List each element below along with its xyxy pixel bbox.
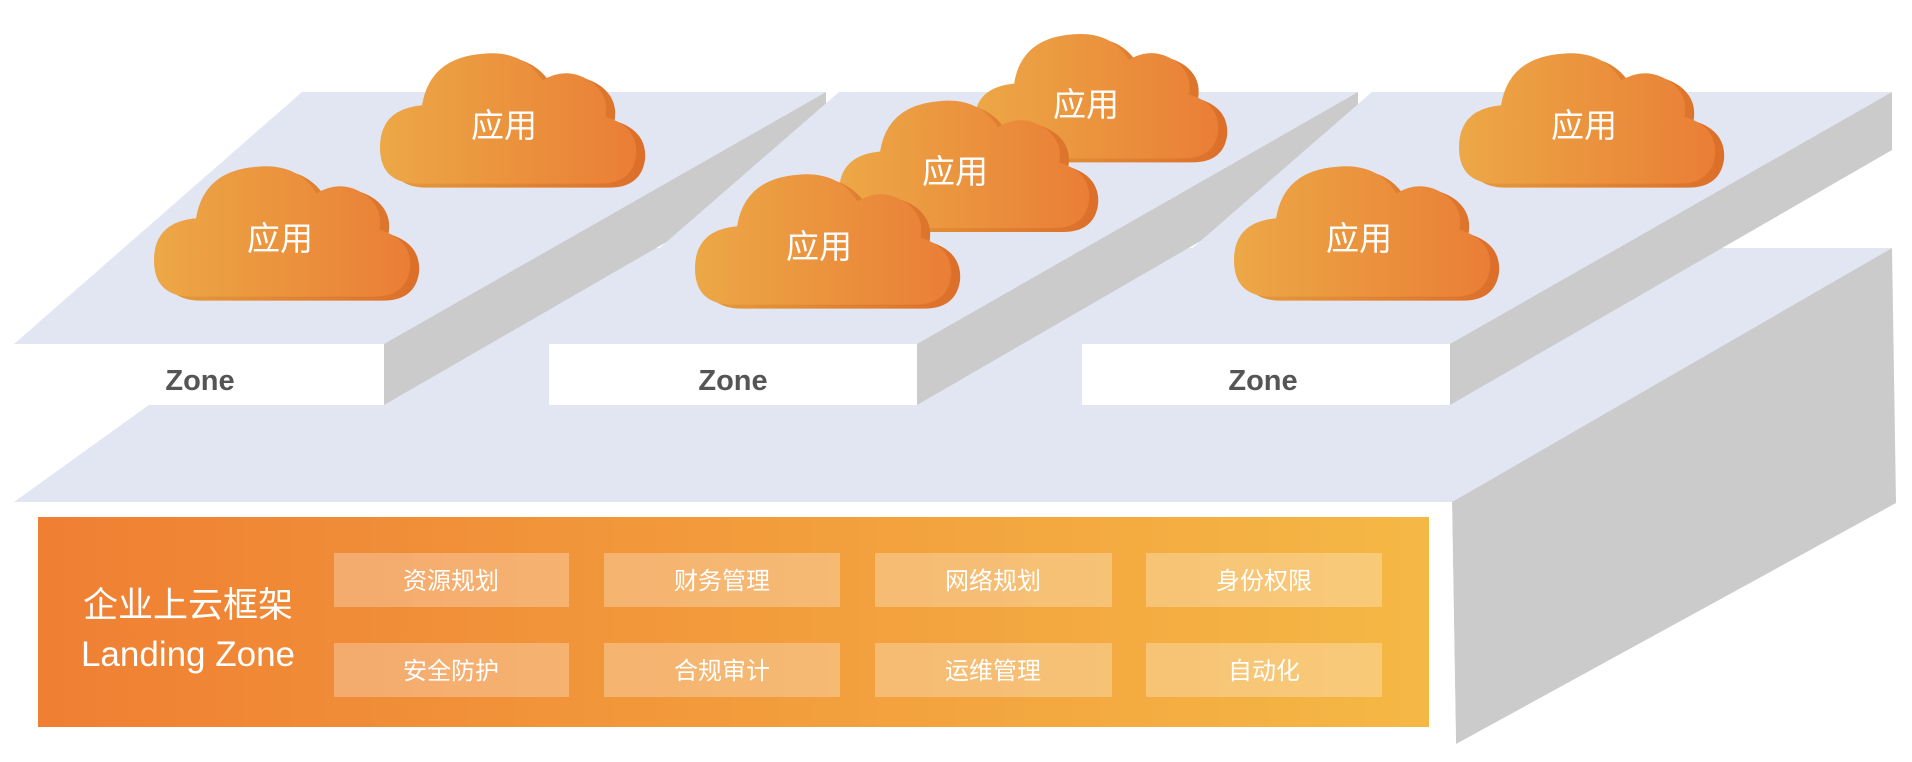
zone-2-label: Zone xyxy=(698,365,767,397)
module-box xyxy=(334,643,569,697)
module-identity-permissions: 身份权限 xyxy=(1216,567,1312,595)
zone-1-front-face xyxy=(14,344,384,405)
module-box xyxy=(604,553,840,607)
app-cloud-label: 应用 xyxy=(471,106,537,145)
module-box xyxy=(604,643,840,697)
app-cloud-label: 应用 xyxy=(786,227,852,266)
zone-1-label: Zone xyxy=(165,365,234,397)
app-cloud-label: 应用 xyxy=(1053,85,1119,124)
module-automation: 自动化 xyxy=(1228,657,1300,685)
app-cloud-2-back: 应用 xyxy=(974,34,1228,163)
app-cloud-3-front: 应用 xyxy=(1234,166,1500,301)
app-cloud-label: 应用 xyxy=(247,219,313,258)
landing-zone-background xyxy=(38,517,1429,727)
module-box xyxy=(1146,643,1382,697)
module-operations-management: 运维管理 xyxy=(945,657,1041,685)
app-cloud-1-front: 应用 xyxy=(154,166,420,301)
base-side-face xyxy=(1452,248,1896,744)
app-cloud-3-back: 应用 xyxy=(1459,53,1725,188)
module-box xyxy=(1146,553,1382,607)
module-box xyxy=(334,553,569,607)
landing-zone-panel: 企业上云框架 Landing Zone 资源规划 财务管理 网络规划 身份权限 … xyxy=(38,517,1429,727)
module-network-planning: 网络规划 xyxy=(945,567,1041,595)
zone-3-side-face xyxy=(1450,92,1892,405)
zone-2-front-face xyxy=(549,344,917,405)
module-box xyxy=(875,553,1112,607)
app-cloud-2-front: 应用 xyxy=(695,174,961,309)
module-compliance-audit: 合规审计 xyxy=(674,657,770,685)
app-cloud-label: 应用 xyxy=(1551,106,1617,145)
app-cloud-label: 应用 xyxy=(1326,219,1392,258)
zone-2-side-face xyxy=(917,92,1358,405)
app-cloud-1-back: 应用 xyxy=(380,53,646,188)
module-security-protection: 安全防护 xyxy=(403,657,499,685)
landing-zone-title: 企业上云框架 xyxy=(83,586,293,626)
zone-3-front-face xyxy=(1082,344,1450,405)
zone-1-side-face xyxy=(384,92,826,405)
module-resource-planning: 资源规划 xyxy=(403,567,499,595)
module-finance-management: 财务管理 xyxy=(674,567,770,595)
zone-3-label: Zone xyxy=(1228,365,1297,397)
landing-zone-subtitle: Landing Zone xyxy=(81,635,295,674)
module-box xyxy=(875,643,1112,697)
app-cloud-2-middle: 应用 xyxy=(839,100,1099,232)
app-cloud-label: 应用 xyxy=(922,152,988,191)
